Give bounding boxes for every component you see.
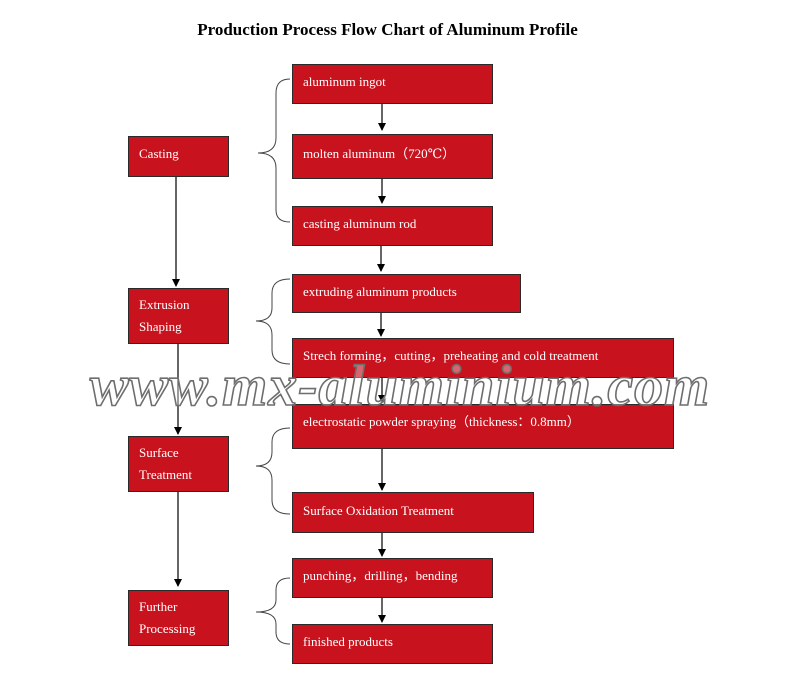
step-finished-products: finished products bbox=[292, 624, 493, 664]
step-ingot-label: aluminum ingot bbox=[303, 74, 386, 89]
brace-extrusion bbox=[255, 278, 291, 365]
step-oxidation: Surface Oxidation Treatment bbox=[292, 492, 534, 533]
step-rod-label: casting aluminum rod bbox=[303, 216, 417, 231]
step-stretch-forming: Strech forming，cutting，preheating and co… bbox=[292, 338, 674, 378]
step-aluminum-ingot: aluminum ingot bbox=[292, 64, 493, 104]
stage-further-label-line2: Processing bbox=[139, 621, 196, 636]
stage-further-processing: Further Processing bbox=[128, 590, 229, 646]
step-oxidation-label: Surface Oxidation Treatment bbox=[303, 503, 454, 518]
step-powder-label: electrostatic powder spraying（thickness：… bbox=[303, 414, 580, 429]
step-stretch-label: Strech forming，cutting，preheating and co… bbox=[303, 348, 599, 363]
stage-extrusion-shaping: Extrusion Shaping bbox=[128, 288, 229, 344]
stage-surface-label-line2: Treatment bbox=[139, 467, 192, 482]
step-extruding-label: extruding aluminum products bbox=[303, 284, 457, 299]
stage-extrusion-label-line2: Shaping bbox=[139, 319, 182, 334]
chart-title: Production Process Flow Chart of Aluminu… bbox=[197, 20, 578, 39]
stage-surface-label-line1: Surface bbox=[139, 445, 179, 460]
step-finished-label: finished products bbox=[303, 634, 393, 649]
step-molten-label: molten aluminum（720℃） bbox=[303, 146, 456, 161]
stage-casting: Casting bbox=[128, 136, 229, 177]
stage-further-label-line1: Further bbox=[139, 599, 178, 614]
step-extruding-products: extruding aluminum products bbox=[292, 274, 521, 313]
step-punching-label: punching，drilling，bending bbox=[303, 568, 458, 583]
step-casting-rod: casting aluminum rod bbox=[292, 206, 493, 246]
stage-extrusion-label-line1: Extrusion bbox=[139, 297, 190, 312]
stage-casting-label: Casting bbox=[139, 146, 179, 161]
watermark-url: www.mx-aluminium.com bbox=[89, 352, 711, 419]
step-punching-drilling: punching，drilling，bending bbox=[292, 558, 493, 598]
brace-casting bbox=[257, 78, 291, 223]
brace-further bbox=[255, 577, 291, 645]
step-molten-aluminum: molten aluminum（720℃） bbox=[292, 134, 493, 179]
stage-surface-treatment: Surface Treatment bbox=[128, 436, 229, 492]
brace-surface bbox=[255, 427, 291, 515]
step-powder-spraying: electrostatic powder spraying（thickness：… bbox=[292, 404, 674, 449]
